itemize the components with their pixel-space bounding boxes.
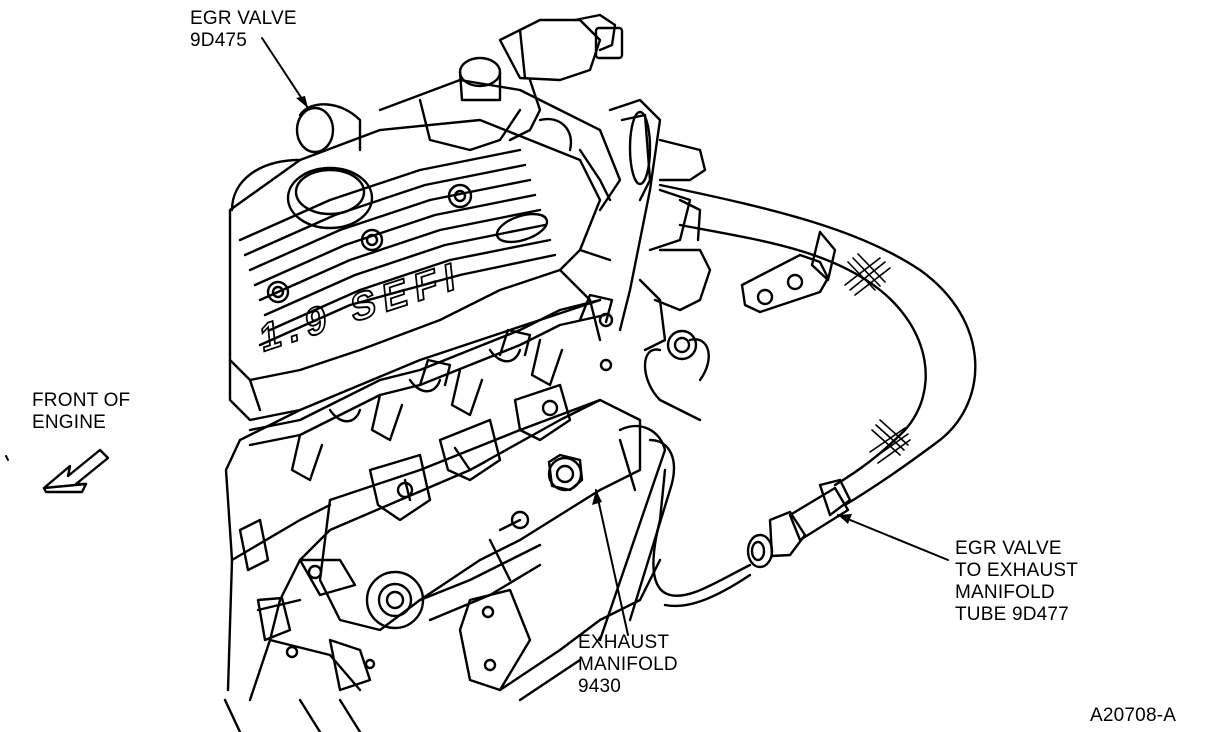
exhaust-manifold [318,383,662,702]
front-direction-arrow-icon [42,448,110,494]
fuel-injector-row [248,293,614,482]
exhaust-outlet-pipe [598,329,710,642]
egr-tube-callout-line-1: EGR VALVE [955,538,1062,559]
engine-block [223,298,602,732]
egr-tube-callout: EGR VALVE TO EXHAUST MANIFOLD TUBE 9D477 [955,538,1078,626]
egr-tube-callout-line-3: MANIFOLD [955,582,1055,603]
heat-shield-hatch [844,253,911,464]
front-of-engine-line-1: FRONT OF [32,390,131,411]
figure-code: A20708-A [1090,705,1177,726]
valve-cover [228,118,612,422]
front-of-engine-callout: FRONT OF ENGINE [32,390,130,434]
leader-arrowheads [296,96,852,524]
egr-valve-callout: EGR VALVE 9D475 [190,8,297,52]
egr-valve-assembly [295,13,624,212]
egr-tube-callout-line-4: TUBE 9D477 [955,604,1069,625]
exhaust-manifold-line-2: MANIFOLD [578,654,678,675]
egr-valve-callout-line-1: EGR VALVE [190,8,297,29]
egr-valve-callout-line-2: 9D475 [190,30,247,51]
egr-tube [652,183,977,608]
exhaust-manifold-callout: EXHAUST MANIFOLD 9430 [578,632,678,698]
front-of-engine-line-2: ENGINE [32,412,107,433]
exhaust-manifold-line-1: EXHAUST [578,632,670,653]
egr-tube-callout-line-2: TO EXHAUST [955,560,1079,581]
leader-lines [261,37,949,636]
mounting-bracket [608,98,712,352]
exhaust-manifold-line-3: 9430 [578,676,622,697]
stray-mark [5,455,9,461]
